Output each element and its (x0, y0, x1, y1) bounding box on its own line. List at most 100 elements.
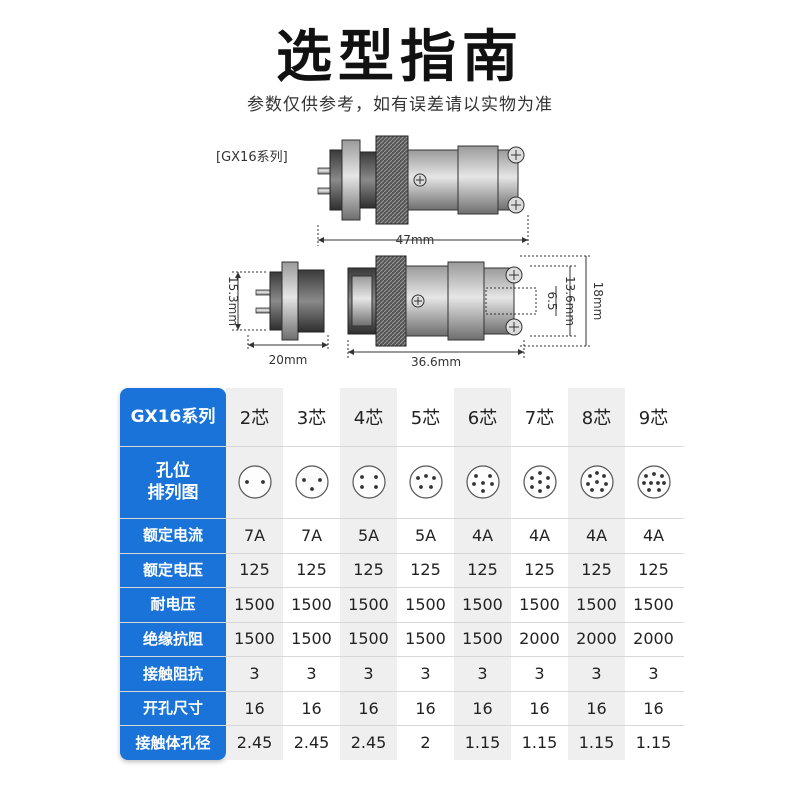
table-cell: 1500 (405, 629, 446, 649)
core-count-header: 6芯 (467, 408, 498, 429)
pin-dot (537, 489, 542, 493)
page-title: 选型指南 (276, 25, 524, 90)
core-count-header: 5芯 (410, 408, 441, 429)
pin-layout-cell (625, 446, 682, 518)
pin-layout-icon (237, 465, 272, 499)
core-count-header: 4芯 (353, 408, 384, 429)
table-cell: 16 (529, 698, 550, 718)
table-cell: 1500 (633, 594, 674, 614)
table-cell: 1500 (291, 594, 332, 614)
pin-dot (646, 488, 651, 492)
pin-dot (423, 474, 428, 478)
table-cell: 125 (296, 560, 327, 580)
table-cell: 3 (363, 664, 374, 684)
column-shade (340, 388, 397, 760)
pin-dot (359, 475, 364, 479)
row-divider (120, 587, 684, 589)
table-cell: 1500 (348, 594, 389, 614)
pin-dot (244, 480, 249, 484)
pin-dot (661, 481, 666, 485)
pin-layout-icon (579, 465, 614, 499)
pin-layout-label: 孔位排列图 (120, 446, 226, 518)
row-divider (120, 552, 684, 554)
pin-dot (529, 476, 534, 480)
table-cell: 2 (420, 733, 431, 753)
pin-dot (655, 481, 660, 485)
pin-dot (373, 475, 378, 479)
pin-layout-row: 孔位排列图 (120, 446, 684, 518)
pin-layout-icon (522, 465, 557, 499)
pin-dot (643, 474, 648, 478)
table-cell: 1.15 (464, 733, 501, 753)
row-label: 额定电流 (142, 526, 203, 545)
table-cell: 16 (244, 698, 265, 718)
table-cell: 3 (249, 664, 260, 684)
table-cell: 7A (300, 525, 323, 545)
connector-drawing: 47mm 15.3mm 20mm (226, 135, 605, 369)
pin-dot (359, 485, 364, 489)
header-label: GX16系列 (130, 407, 216, 427)
table-cell: 125 (239, 560, 270, 580)
pin-layout-cell (340, 446, 397, 518)
pin-dot (537, 480, 542, 484)
table-cell: 2000 (633, 629, 674, 649)
pin-layout-cell (283, 446, 340, 518)
table-cell: 4A (585, 525, 608, 545)
pin-layout-icon (636, 465, 671, 499)
page-subtitle: 参数仅供参考，如有误差请以实物为准 (247, 95, 553, 115)
pin-dot (648, 481, 653, 485)
table-cell: 125 (524, 560, 555, 580)
row-label: 耐电压 (150, 595, 196, 614)
pin-dot (415, 476, 420, 480)
pin-layout-icon (351, 465, 386, 499)
core-count-header: 9芯 (638, 408, 669, 429)
table-cell: 16 (586, 698, 607, 718)
row-label: 开孔尺寸 (142, 699, 203, 718)
table-cell: 1.15 (521, 733, 558, 753)
table-cell: 1500 (576, 594, 617, 614)
pin-dot (601, 474, 606, 478)
pin-dot (641, 481, 646, 485)
table-cell: 2.45 (293, 733, 330, 753)
pin-dot (545, 485, 550, 489)
table-cell: 125 (410, 560, 441, 580)
table-cell: 2.45 (350, 733, 387, 753)
core-count-header: 2芯 (239, 408, 270, 429)
pin-dot (599, 488, 604, 492)
table-cell: 16 (358, 698, 379, 718)
table-cell: 4A (528, 525, 551, 545)
pin-layout-label-line1: 孔位 (156, 461, 190, 481)
table-cell: 4A (471, 525, 494, 545)
table-cell: 1500 (291, 629, 332, 649)
table-cell: 1500 (348, 629, 389, 649)
pin-layout-cell (568, 446, 625, 518)
row-divider (120, 656, 684, 658)
table-cell: 3 (648, 664, 659, 684)
row-divider (120, 621, 684, 623)
dim-side-length: 36.6mm (411, 355, 461, 369)
table-cell: 7A (243, 525, 266, 545)
dim-side-h3: 18mm (591, 282, 605, 321)
dim-side-h1: 6.5 (545, 291, 559, 310)
table-cell: 1500 (234, 594, 275, 614)
table-cell: 125 (638, 560, 669, 580)
series-tag: [GX16系列] (216, 150, 288, 165)
table-cell: 5A (414, 525, 437, 545)
pin-layout-icon (465, 465, 500, 499)
table-cell: 3 (477, 664, 488, 684)
table-cell: 5A (357, 525, 380, 545)
core-count-header: 7芯 (524, 408, 555, 429)
pin-layout-cell (226, 446, 283, 518)
row-label: 绝缘抗阻 (142, 629, 203, 648)
table-cell: 1500 (519, 594, 560, 614)
plug-view (347, 255, 592, 358)
pin-dot (480, 481, 485, 485)
table-cell: 2000 (519, 629, 560, 649)
table-cell: 3 (420, 664, 431, 684)
pin-layout-icon (294, 465, 329, 499)
